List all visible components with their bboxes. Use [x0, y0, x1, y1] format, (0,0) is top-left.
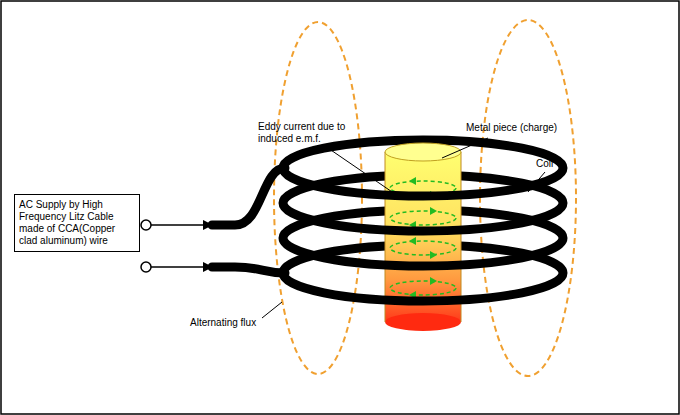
feed-wire [151, 266, 212, 268]
coil-front [283, 168, 563, 301]
eddy-arrow [409, 237, 416, 245]
leader-line [325, 146, 398, 196]
supply-box: AC Supply by High Frequency Litz Cable m… [14, 194, 140, 252]
leader-line [262, 302, 282, 318]
terminal [141, 220, 151, 230]
leader-line [442, 138, 488, 158]
eddy-arrow [409, 177, 416, 185]
eddy-arrow [430, 277, 437, 285]
callout-label: Metal piece (charge) [466, 122, 557, 134]
box-text: AC Supply by High Frequency Litz Cable m… [19, 199, 135, 247]
coil-turn [283, 203, 563, 231]
coil-turn [283, 273, 563, 301]
coil-turn [283, 168, 563, 196]
callout-label: Alternating flux [190, 317, 256, 329]
cable-lead [212, 267, 285, 273]
eddy-arrow [430, 207, 437, 215]
callout-label: Eddy current due to induced e.m.f. [258, 121, 358, 145]
terminal [141, 262, 151, 272]
cable-lead [212, 168, 285, 225]
coil-turn [283, 238, 563, 266]
callout-label: Coil [536, 158, 553, 170]
eddy-loop [390, 211, 456, 225]
eddy-loop [390, 241, 456, 255]
feed-wire [151, 224, 212, 226]
eddy-arrow [430, 251, 437, 259]
leader-line [528, 172, 545, 192]
eddy-loop [390, 281, 456, 295]
